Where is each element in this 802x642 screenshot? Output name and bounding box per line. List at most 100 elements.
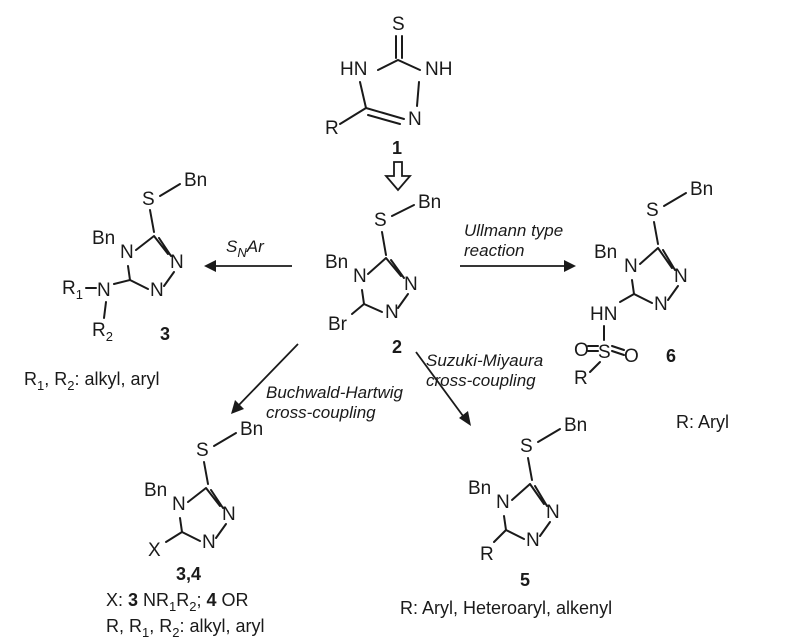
atom-Bn: Bn	[240, 419, 263, 440]
atom-R1: R1	[62, 278, 83, 302]
atom-Bn: Bn	[564, 415, 587, 436]
condition-buchwald-line2: cross-coupling	[266, 403, 376, 422]
atom-S-sulfonyl: S	[598, 342, 611, 363]
ring-bottom	[129, 279, 149, 290]
atom-S: S	[646, 200, 659, 221]
atom-O-right: O	[624, 346, 639, 367]
compound-label-1: 1	[392, 138, 402, 158]
compound-label-2: 2	[392, 337, 402, 357]
bond-N-R2	[103, 301, 107, 319]
compound-5: S Bn Bn N N N R 5	[468, 415, 587, 590]
ring-right	[397, 293, 409, 309]
compound-3: S Bn Bn N N N R1 N R2 3	[62, 170, 207, 344]
condition-ullmann-line1: Ullmann type	[464, 221, 563, 240]
bond-S-ring	[203, 461, 209, 485]
compound-label-3: 3	[160, 324, 170, 344]
ring-right	[163, 271, 175, 287]
atom-Br: Br	[328, 314, 348, 335]
condition-suzuki-line2: cross-coupling	[426, 371, 536, 390]
ring-top	[511, 483, 548, 507]
ring-left-bond	[359, 81, 367, 109]
atom-Bn: Bn	[418, 192, 441, 213]
compound-34: S Bn Bn N N N X 3,4	[144, 419, 263, 584]
compound-label-5: 5	[520, 570, 530, 590]
arrow-head-to-6	[564, 260, 576, 272]
atom-N2: N	[202, 532, 216, 553]
caption-compound-5: R: Aryl, Heteroaryl, alkenyl	[400, 598, 612, 618]
atom-S: S	[374, 210, 387, 231]
atom-N1: N	[170, 252, 184, 273]
ring-left	[361, 289, 365, 305]
bond-S-ring	[653, 221, 659, 245]
bond-to-Br	[351, 303, 365, 315]
ring-bottom	[363, 303, 383, 313]
atom-R: R	[574, 368, 588, 389]
caption-34-line1: X: 3 NR1R2; 4 OR	[106, 590, 249, 614]
condition-ullmann-line2: reaction	[464, 241, 524, 260]
ring-right	[667, 285, 679, 301]
atom-Bn-N: Bn	[325, 252, 348, 273]
bond-C-R	[493, 529, 507, 543]
atom-N4: N	[172, 494, 186, 515]
atom-S: S	[196, 440, 209, 461]
atom-O-left: O	[574, 340, 589, 361]
atom-Bn-N: Bn	[468, 478, 491, 499]
ring-right-bond	[416, 81, 420, 107]
atom-Bn: Bn	[690, 179, 713, 200]
arrow-head-to-3	[204, 260, 216, 272]
bond-C-N	[113, 279, 131, 285]
bond-S-Bn	[213, 432, 237, 447]
atom-N4: N	[624, 256, 638, 277]
caption-compound-3: R1, R2: alkyl, aryl	[24, 369, 160, 393]
atom-N2: N	[654, 294, 668, 315]
compound-6: S Bn Bn N N N HN O S O R 6	[574, 179, 713, 389]
atom-N2: N	[526, 530, 540, 551]
arrow-head-to-5	[459, 411, 471, 426]
atom-Bn-N: Bn	[92, 228, 115, 249]
ring-top	[135, 235, 172, 257]
atom-N2: N	[150, 280, 164, 301]
bond-S-Bn	[663, 192, 687, 207]
bond-S-R	[589, 361, 601, 373]
bond-C-X	[165, 531, 183, 543]
bond-S-ring	[381, 231, 387, 256]
compound-1: S HN NH N R 1	[325, 14, 452, 158]
atom-N4: N	[120, 242, 134, 263]
ring-right	[539, 521, 551, 537]
atom-N: N	[408, 109, 422, 130]
atom-HN: HN	[590, 304, 617, 325]
bond-S-ring	[149, 209, 155, 233]
atom-S: S	[142, 189, 155, 210]
ring-bottom	[181, 531, 201, 542]
ring-top	[639, 247, 676, 271]
bond-C-NH	[619, 293, 635, 303]
atom-X: X	[148, 540, 161, 561]
ring-left	[503, 515, 507, 531]
ring-top	[367, 257, 405, 279]
ring-left	[127, 265, 131, 281]
bond-C-S-double	[395, 35, 403, 59]
atom-Bn-N: Bn	[594, 242, 617, 263]
atom-N1: N	[674, 266, 688, 287]
atom-R: R	[480, 544, 494, 565]
caption-compound-6: R: Aryl	[676, 412, 729, 432]
arrow-to-34	[235, 343, 299, 409]
atom-Bn: Bn	[184, 170, 207, 191]
atom-N1: N	[546, 502, 560, 523]
atom-R: R	[325, 118, 339, 139]
ring-right	[215, 523, 227, 539]
compound-2: S Bn Bn N N N Br 2	[325, 192, 441, 357]
atom-R2: R2	[92, 320, 113, 344]
bond-S-Bn	[159, 183, 181, 197]
atom-N2: N	[385, 302, 399, 323]
atom-N1: N	[404, 274, 418, 295]
atom-N4: N	[496, 492, 510, 513]
ring-bottom	[505, 529, 525, 540]
compound-label-34: 3,4	[176, 564, 201, 584]
condition-snar: SNAr	[226, 237, 265, 260]
atom-N1: N	[222, 504, 236, 525]
atom-NH: NH	[425, 59, 452, 80]
open-down-arrow	[384, 161, 412, 192]
atom-S: S	[520, 436, 533, 457]
